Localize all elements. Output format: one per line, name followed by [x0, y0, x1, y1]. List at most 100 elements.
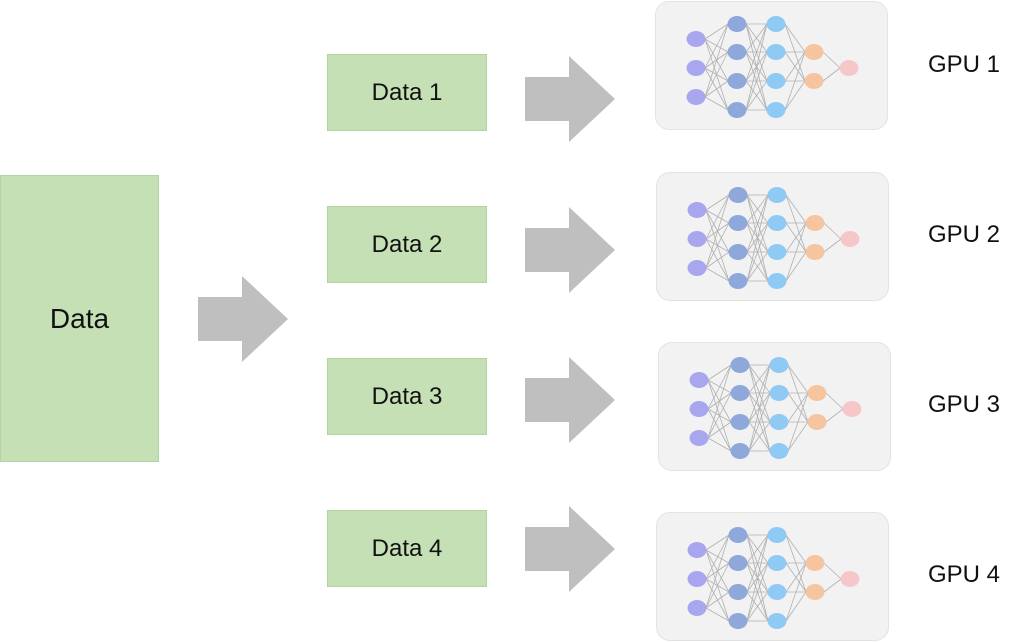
network-edge	[705, 607, 730, 622]
network-edge	[784, 51, 806, 111]
network-node-layer-2	[730, 385, 750, 401]
network-node-layer-2	[728, 273, 748, 289]
network-edges	[707, 364, 844, 452]
network-edge	[746, 251, 769, 282]
network-node-layer-3	[767, 613, 787, 629]
split-arrow-icon-1	[525, 56, 615, 142]
network-edge	[748, 421, 771, 452]
split-data-box-1: Data 1	[327, 54, 487, 131]
network-edge	[748, 364, 771, 452]
network-edge	[785, 194, 807, 253]
network-node-layer-2	[728, 215, 748, 231]
network-edge	[784, 23, 806, 82]
network-edge	[785, 534, 807, 564]
network-node-layer-2	[728, 527, 748, 543]
network-edge	[705, 251, 730, 269]
gpu-label-4: GPU 4	[928, 561, 1001, 588]
network-edge	[823, 578, 842, 593]
network-edge	[705, 194, 730, 240]
network-node-layer-1	[689, 372, 709, 388]
network-edge	[705, 267, 730, 282]
neural-network-panel-1	[655, 1, 888, 130]
network-edge	[746, 591, 769, 622]
network-edge	[705, 534, 730, 551]
network-edge	[787, 392, 809, 423]
network-node-layer-4	[805, 584, 825, 600]
network-node-layer-3	[767, 215, 787, 231]
network-node-layer-3	[769, 443, 789, 459]
network-edge	[785, 222, 807, 282]
network-edge	[746, 194, 769, 253]
network-edge	[785, 251, 807, 282]
network-edge	[787, 421, 809, 452]
network-node-layer-3	[769, 414, 789, 430]
network-edge	[785, 562, 807, 622]
network-edge	[705, 534, 730, 609]
split-arrow-icon-3	[525, 357, 615, 443]
network-edge	[745, 51, 768, 111]
network-edge	[705, 194, 730, 269]
network-node-layer-1	[687, 231, 707, 247]
network-edge	[787, 392, 809, 452]
source-data-label: Data	[49, 302, 110, 334]
network-edge	[705, 222, 730, 269]
network-node-layer-2	[727, 44, 747, 60]
neural-network-icon	[686, 16, 859, 118]
network-node-layer-3	[766, 73, 786, 89]
network-edge	[704, 96, 729, 111]
network-edge	[746, 534, 769, 622]
network-node-layer-3	[767, 584, 787, 600]
network-edge	[822, 51, 841, 69]
network-node-layer-3	[767, 527, 787, 543]
network-node-layer-2	[728, 244, 748, 260]
network-node-layer-4	[805, 555, 825, 571]
network-node-layer-3	[767, 244, 787, 260]
network-node-layer-4	[805, 244, 825, 260]
network-edge	[787, 364, 809, 394]
neural-network-icon	[687, 527, 860, 629]
network-edge	[785, 534, 807, 593]
split-arrow-icon-4	[525, 506, 615, 592]
network-edge	[825, 408, 844, 423]
network-node-layer-1	[687, 202, 707, 218]
network-edge	[745, 23, 768, 53]
network-edge	[707, 421, 732, 439]
split-data-label-4: Data 4	[371, 534, 443, 562]
network-node-layer-4	[804, 44, 824, 60]
network-node-layer-3	[766, 16, 786, 32]
network-edge	[745, 23, 768, 111]
network-node-layer-2	[728, 584, 748, 600]
network-edge	[745, 80, 768, 111]
network-edge	[785, 591, 807, 622]
network-edge	[704, 23, 729, 40]
network-edge	[704, 23, 729, 69]
network-node-layer-1	[686, 31, 706, 47]
neural-network-icon	[687, 187, 860, 289]
network-node-layer-1	[686, 60, 706, 76]
network-edge	[704, 80, 729, 98]
network-edge	[746, 562, 769, 622]
network-edges	[705, 534, 842, 622]
network-node-layer-2	[730, 443, 750, 459]
gpu-label-3: GPU 3	[928, 391, 1001, 418]
network-edge	[705, 562, 730, 609]
network-node-layer-2	[727, 73, 747, 89]
neural-network-panel-2	[656, 172, 889, 301]
network-node-layer-1	[687, 260, 707, 276]
network-edge	[707, 364, 732, 410]
network-node-layer-4	[807, 385, 827, 401]
split-data-label-2: Data 2	[371, 230, 443, 258]
network-edge	[707, 364, 732, 439]
network-edge	[748, 364, 771, 423]
network-node-layer-3	[766, 102, 786, 118]
network-node-layer-3	[769, 385, 789, 401]
network-edge	[823, 222, 842, 240]
network-node-layer-1	[686, 89, 706, 105]
network-edge	[784, 23, 806, 53]
network-edge	[787, 364, 809, 423]
network-node-layer-1	[689, 430, 709, 446]
network-edge	[784, 51, 806, 82]
network-edge	[746, 534, 769, 593]
network-node-layer-2	[728, 613, 748, 629]
network-node-layer-3	[769, 357, 789, 373]
